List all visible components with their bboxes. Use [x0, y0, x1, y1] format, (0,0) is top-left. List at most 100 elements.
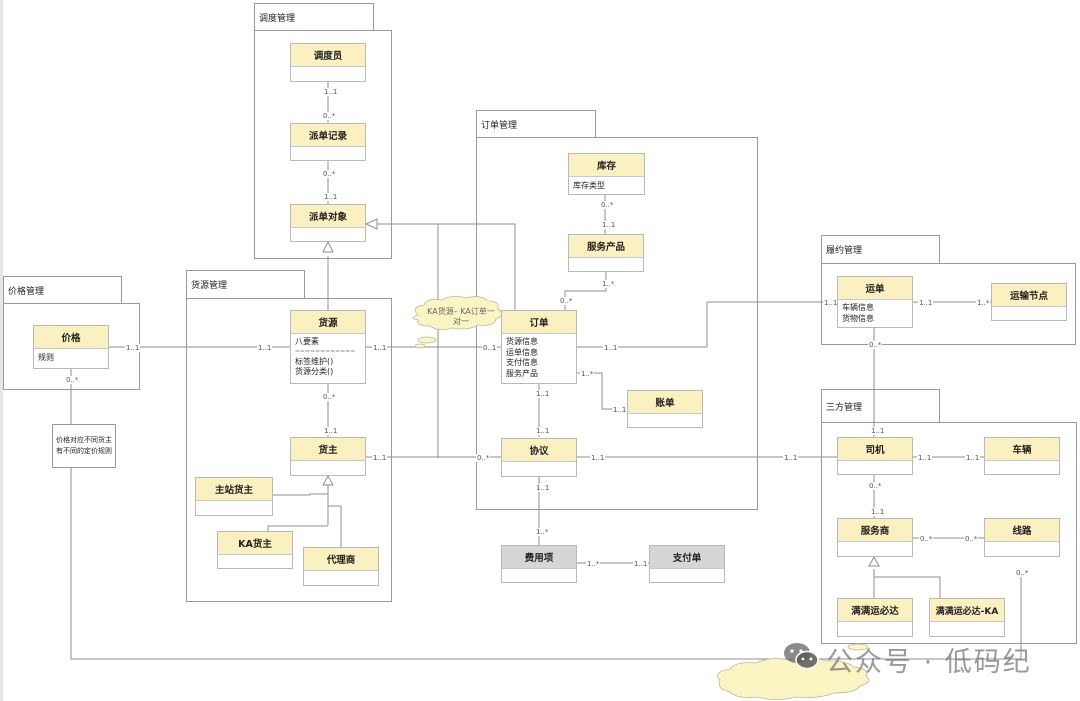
attr: 货源信息 — [506, 337, 538, 346]
note-ka-one-to-one: KA货源– KA订单一 对一 — [427, 307, 495, 326]
class-main-shipper[interactable]: 主站货主 — [195, 477, 273, 516]
class-agent[interactable]: 代理商 — [303, 547, 379, 586]
class-mmy-bida[interactable]: 满满运必达 — [837, 598, 913, 637]
line-ka-shipper-gen — [267, 525, 328, 531]
class-bill[interactable]: 账单 — [627, 390, 703, 428]
class-attrs: 库存类型 — [569, 177, 644, 194]
class-service-provider[interactable]: 服务商 — [837, 518, 913, 557]
class-name: 满满运必达 — [838, 599, 912, 622]
mult: 1..1 — [535, 390, 551, 398]
class-waybill[interactable]: 运单 车辆信息 货物信息 — [837, 276, 913, 328]
class-cargo-source[interactable]: 货源 八要素 ============ 标签维护() 货源分类() — [290, 310, 366, 384]
class-name: 支付单 — [650, 546, 724, 569]
class-name: 服务产品 — [569, 235, 643, 258]
class-attrs: 规则 — [34, 349, 108, 366]
cloud-bubble — [417, 336, 437, 344]
class-name: 主站货主 — [196, 478, 272, 501]
class-dispatcher[interactable]: 调度员 — [290, 43, 366, 82]
attr-separator: ============ — [295, 348, 356, 355]
mult: 0..* — [964, 535, 979, 543]
class-name: 费用项 — [502, 546, 576, 569]
mult: 1..1 — [257, 344, 273, 352]
mult: 0..* — [322, 393, 337, 401]
class-name: 库存 — [569, 154, 644, 177]
class-route[interactable]: 线路 — [984, 518, 1060, 557]
attr: 支付信息 — [506, 358, 538, 367]
class-transport-node[interactable]: 运输节点 — [991, 283, 1067, 321]
mult: 1..1 — [870, 427, 886, 435]
class-ka-shipper[interactable]: KA货主 — [217, 531, 293, 569]
mult: 0..* — [476, 454, 491, 462]
mult: 0..1 — [482, 344, 498, 352]
class-vehicle[interactable]: 车辆 — [984, 437, 1060, 475]
mult: 1..1 — [783, 454, 799, 462]
class-dispatch-target[interactable]: 派单对象 — [290, 204, 366, 242]
mult: 1..1 — [603, 344, 619, 352]
generalization-arrow-provider — [868, 555, 880, 567]
package-label: 价格管理 — [8, 286, 45, 297]
class-name: 派单记录 — [291, 124, 365, 147]
mult: 1..1 — [535, 484, 551, 492]
class-name: KA货主 — [218, 532, 292, 555]
mult: 1..1 — [323, 193, 339, 201]
line-price-route — [70, 468, 1022, 660]
mult: 1..1 — [323, 88, 339, 96]
mult: 1..1 — [965, 454, 981, 462]
mult: 1..* — [586, 560, 601, 568]
class-order[interactable]: 订单 货源信息 运单信息 支付信息 服务产品 — [501, 310, 577, 384]
mult: 1..* — [976, 299, 991, 307]
attr: 规则 — [38, 353, 54, 362]
mult: 1..1 — [917, 454, 933, 462]
class-driver[interactable]: 司机 — [837, 437, 913, 475]
class-name: 满满运必达-KA — [930, 599, 1004, 622]
class-name: 线路 — [985, 519, 1059, 542]
mult: 1..1 — [918, 299, 934, 307]
attr: 货物信息 — [842, 313, 874, 323]
package-label: 三方管理 — [826, 402, 863, 413]
class-dispatch-record[interactable]: 派单记录 — [290, 123, 366, 161]
package-label: 履约管理 — [826, 246, 863, 256]
class-service-product[interactable]: 服务产品 — [568, 234, 644, 272]
attr: 库存类型 — [573, 181, 605, 190]
line-agent-gen — [328, 505, 342, 547]
class-name: 服务商 — [838, 519, 912, 542]
class-agreement[interactable]: 协议 — [501, 438, 577, 477]
class-name: 货主 — [291, 438, 365, 461]
line-main-shipper-gen — [273, 493, 328, 496]
class-price[interactable]: 价格 规则 — [33, 325, 109, 369]
method: 货源分类() — [295, 367, 334, 376]
mult: 0..* — [868, 341, 883, 349]
package-tab-price: 价格管理 — [3, 276, 122, 304]
class-payment[interactable]: 支付单 — [649, 545, 725, 583]
mult: 1..1 — [870, 508, 886, 516]
package-tab-cargo: 货源管理 — [186, 270, 305, 299]
generalization-arrow-shipper — [322, 474, 334, 486]
class-shipper[interactable]: 货主 — [290, 437, 366, 476]
mult: 1..1 — [535, 427, 551, 435]
mult: 1..* — [580, 370, 595, 378]
mult: 1..1 — [125, 344, 141, 352]
class-mmy-bida-ka[interactable]: 满满运必达-KA — [929, 598, 1005, 637]
mult: 0..* — [868, 482, 883, 490]
class-inventory[interactable]: 库存 库存类型 — [568, 153, 645, 195]
class-name: 调度员 — [291, 44, 365, 67]
class-name: 货源 — [291, 311, 365, 334]
class-fee-item[interactable]: 费用项 — [501, 545, 577, 583]
attr: 运单信息 — [506, 347, 538, 357]
class-name: 订单 — [502, 311, 576, 334]
class-name: 协议 — [502, 439, 576, 462]
class-name: 车辆 — [985, 438, 1059, 461]
mult: 1..1 — [633, 560, 649, 568]
canvas-edge — [0, 0, 3, 701]
attr: 车辆信息 — [842, 303, 874, 312]
mult: 0..* — [600, 201, 615, 209]
generalization-arrow-order — [364, 218, 378, 230]
class-name: 账单 — [628, 391, 702, 414]
class-name: 价格 — [34, 326, 108, 349]
package-label: 订单管理 — [481, 120, 518, 131]
mult: 0..* — [322, 112, 337, 120]
mult: 1..* — [535, 528, 550, 536]
class-name: 运单 — [838, 277, 912, 300]
class-name: 代理商 — [304, 548, 378, 571]
